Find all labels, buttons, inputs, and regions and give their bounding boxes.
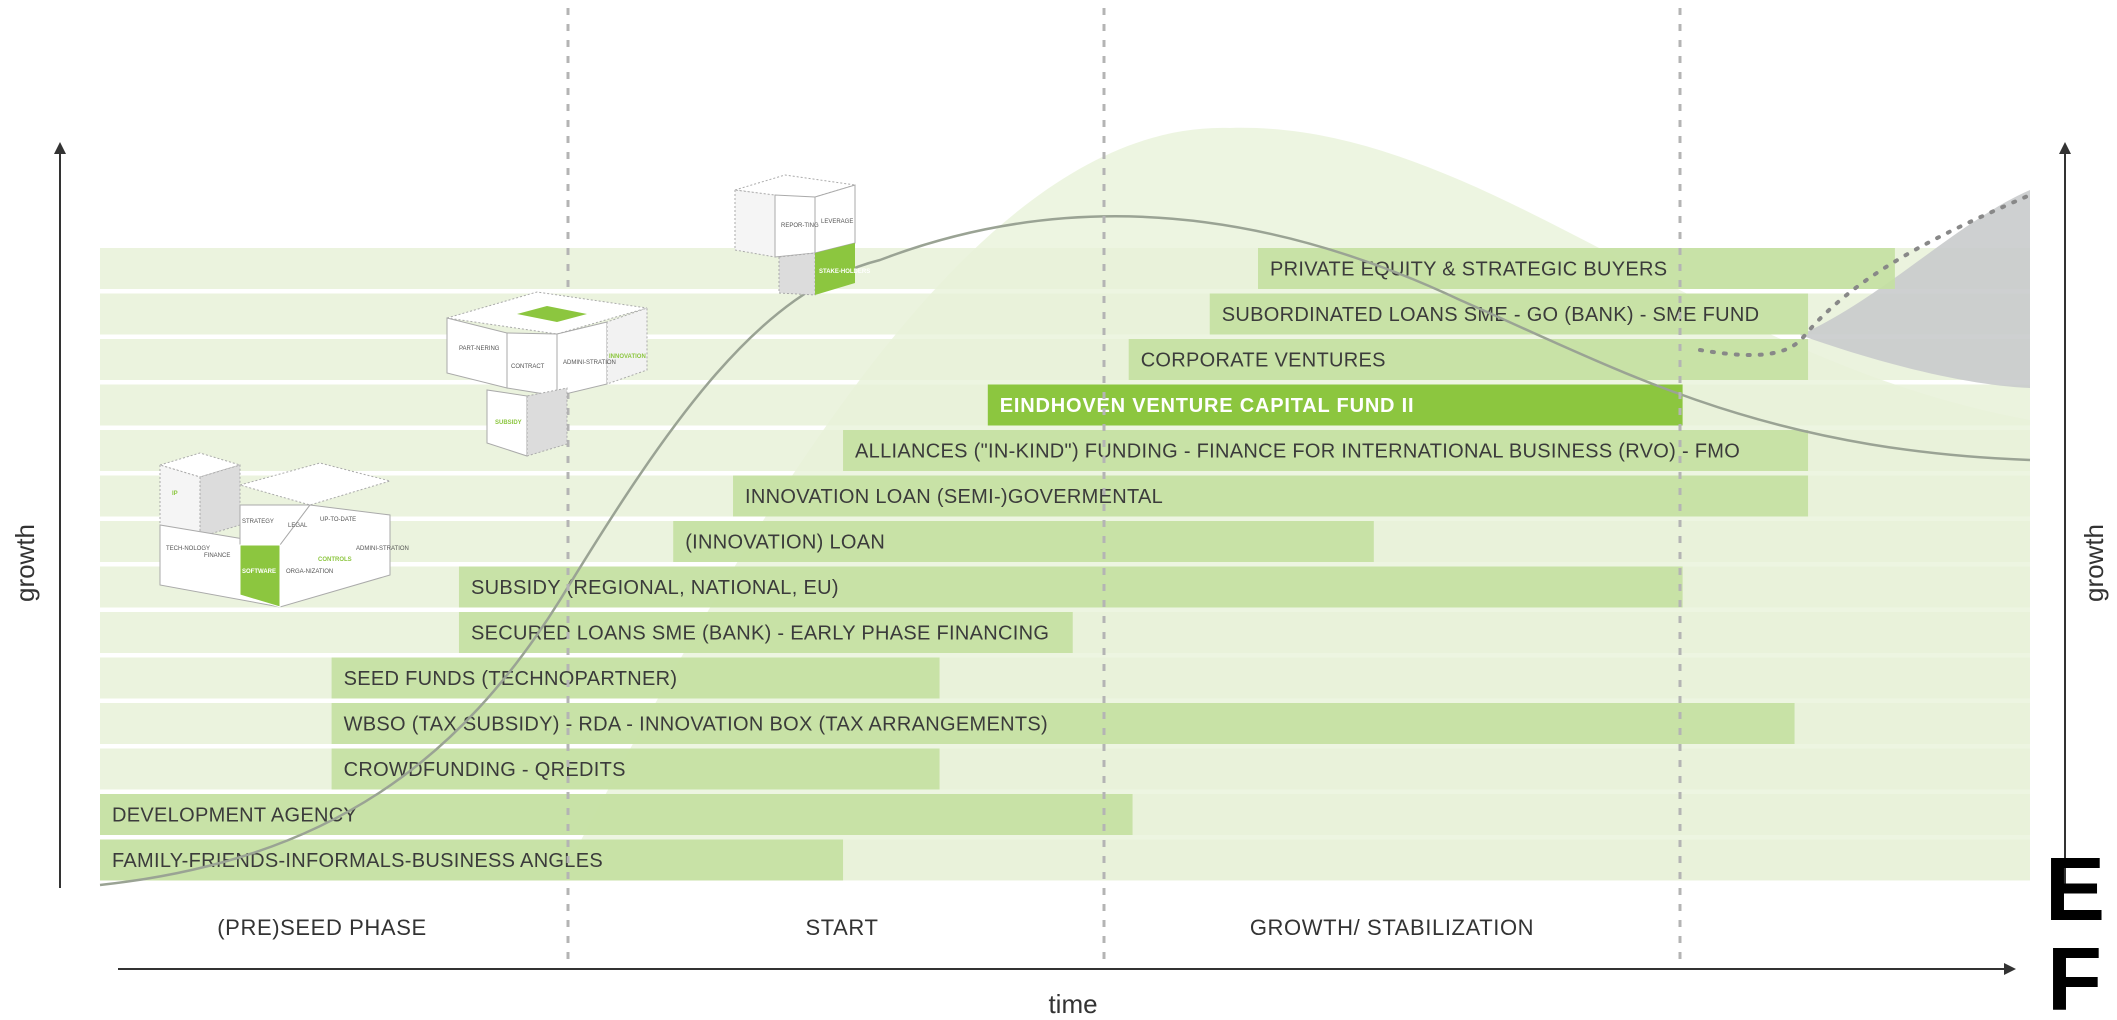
cube-label: STRATEGY: [242, 519, 274, 525]
logo-letter-f: F: [2047, 930, 2102, 1020]
y-axis-label-right: growth: [2079, 524, 2109, 602]
cube-label: PART-NERING: [459, 346, 500, 352]
cube-label: UP-TO-DATE: [320, 517, 356, 523]
cube-label: STAKE-HOLDERS: [819, 269, 870, 275]
cube-label: FINANCE: [204, 553, 230, 559]
funding-bar: [331, 748, 940, 790]
partnering-cube-illustration: PART-NERING CONTRACT ADMINI-STRATION INN…: [446, 291, 648, 457]
cube-label: INNOVATION: [609, 354, 646, 360]
funding-bar: [1258, 248, 1895, 289]
funding-bar: [458, 566, 1683, 608]
y-axis-label-left: growth: [10, 524, 40, 602]
funding-bar-label: CORPORATE VENTURES: [1141, 350, 1386, 372]
funding-bar-label: INNOVATION LOAN (SEMI-)GOVERMENTAL: [745, 486, 1163, 508]
funding-bar-label: ALLIANCES ("IN-KIND") FUNDING - FINANCE …: [855, 441, 1740, 463]
funding-bar: [733, 475, 1809, 517]
funding-bars: PRIVATE EQUITY & STRATEGIC BUYERS SUBORDI…: [100, 248, 1895, 881]
funding-bar-label: DEVELOPMENT AGENCY: [112, 805, 357, 827]
funding-bar: [843, 430, 1809, 471]
funding-bar: [1128, 339, 1809, 380]
cube-label: CONTRACT: [511, 364, 545, 370]
cube-label: ADMINI-STRATION: [356, 546, 409, 552]
phase-label-preseed: (PRE)SEED PHASE: [217, 915, 427, 940]
growth-curve: [99, 215, 2031, 887]
funding-bar: [100, 794, 1133, 835]
funding-bar-highlight: [987, 384, 1683, 426]
cube-label: LEVERAGE: [821, 219, 853, 225]
funding-bar-label: PRIVATE EQUITY & STRATEGIC BUYERS: [1270, 259, 1667, 281]
funding-bar-label: CROWDFUNDING - QREDITS: [344, 759, 626, 781]
cube-label: SUBSIDY: [495, 420, 522, 426]
funding-bar-label: WBSO (TAX SUBSIDY) - RDA - INNOVATION BO…: [344, 714, 1048, 736]
logo-letter-e: E: [2045, 840, 2105, 940]
cube-label: LEGAL: [288, 523, 308, 529]
cube-label: IP: [172, 491, 178, 497]
cube-label: ORGA-NIZATION: [286, 569, 333, 575]
funding-bar: [100, 839, 844, 881]
phase-label-growth: GROWTH/ STABILIZATION: [1250, 915, 1534, 940]
funding-bar: [673, 521, 1374, 562]
funding-bar-label: (INNOVATION) LOAN: [685, 532, 885, 554]
funding-bar-label: SECURED LOANS SME (BANK) - EARLY PHASE F…: [471, 623, 1049, 645]
ip-cube-illustration: IP TECH-NOLOGY FINANCE STRATEGY LEGAL UP…: [158, 452, 409, 608]
funding-bar-label: FAMILY-FRIENDS-INFORMALS-BUSINESS ANGLES: [112, 850, 603, 872]
funding-bar-label: SUBSIDY (REGIONAL, NATIONAL, EU): [471, 577, 839, 599]
funding-bar-label: SUBORDINATED LOANS SME - GO (BANK) - SME…: [1222, 304, 1760, 326]
funding-bar: [1209, 293, 1809, 335]
funding-bar: [331, 703, 1795, 744]
funding-bar: [458, 612, 1073, 653]
cube-label: SOFTWARE: [242, 569, 276, 575]
cube-label: CONTROLS: [318, 557, 352, 563]
cube-label: TECH-NOLOGY: [166, 546, 210, 552]
cube-label: ADMINI-STRATION: [563, 360, 616, 366]
exit-area-shape: [1800, 190, 2030, 388]
funding-bar-label: SEED FUNDS (TECHNOPARTNER): [344, 668, 678, 690]
funding-bar: [331, 657, 940, 699]
cube-label: REPOR-TING: [781, 223, 819, 229]
stakeholders-cube-illustration: REPOR-TING LEVERAGE STAKE-HOLDERS: [734, 174, 870, 296]
phase-label-start: START: [805, 915, 878, 940]
x-axis-label: time: [1048, 989, 1097, 1019]
funding-bar-label: EINDHOVEN VENTURE CAPITAL FUND II: [1000, 395, 1415, 417]
